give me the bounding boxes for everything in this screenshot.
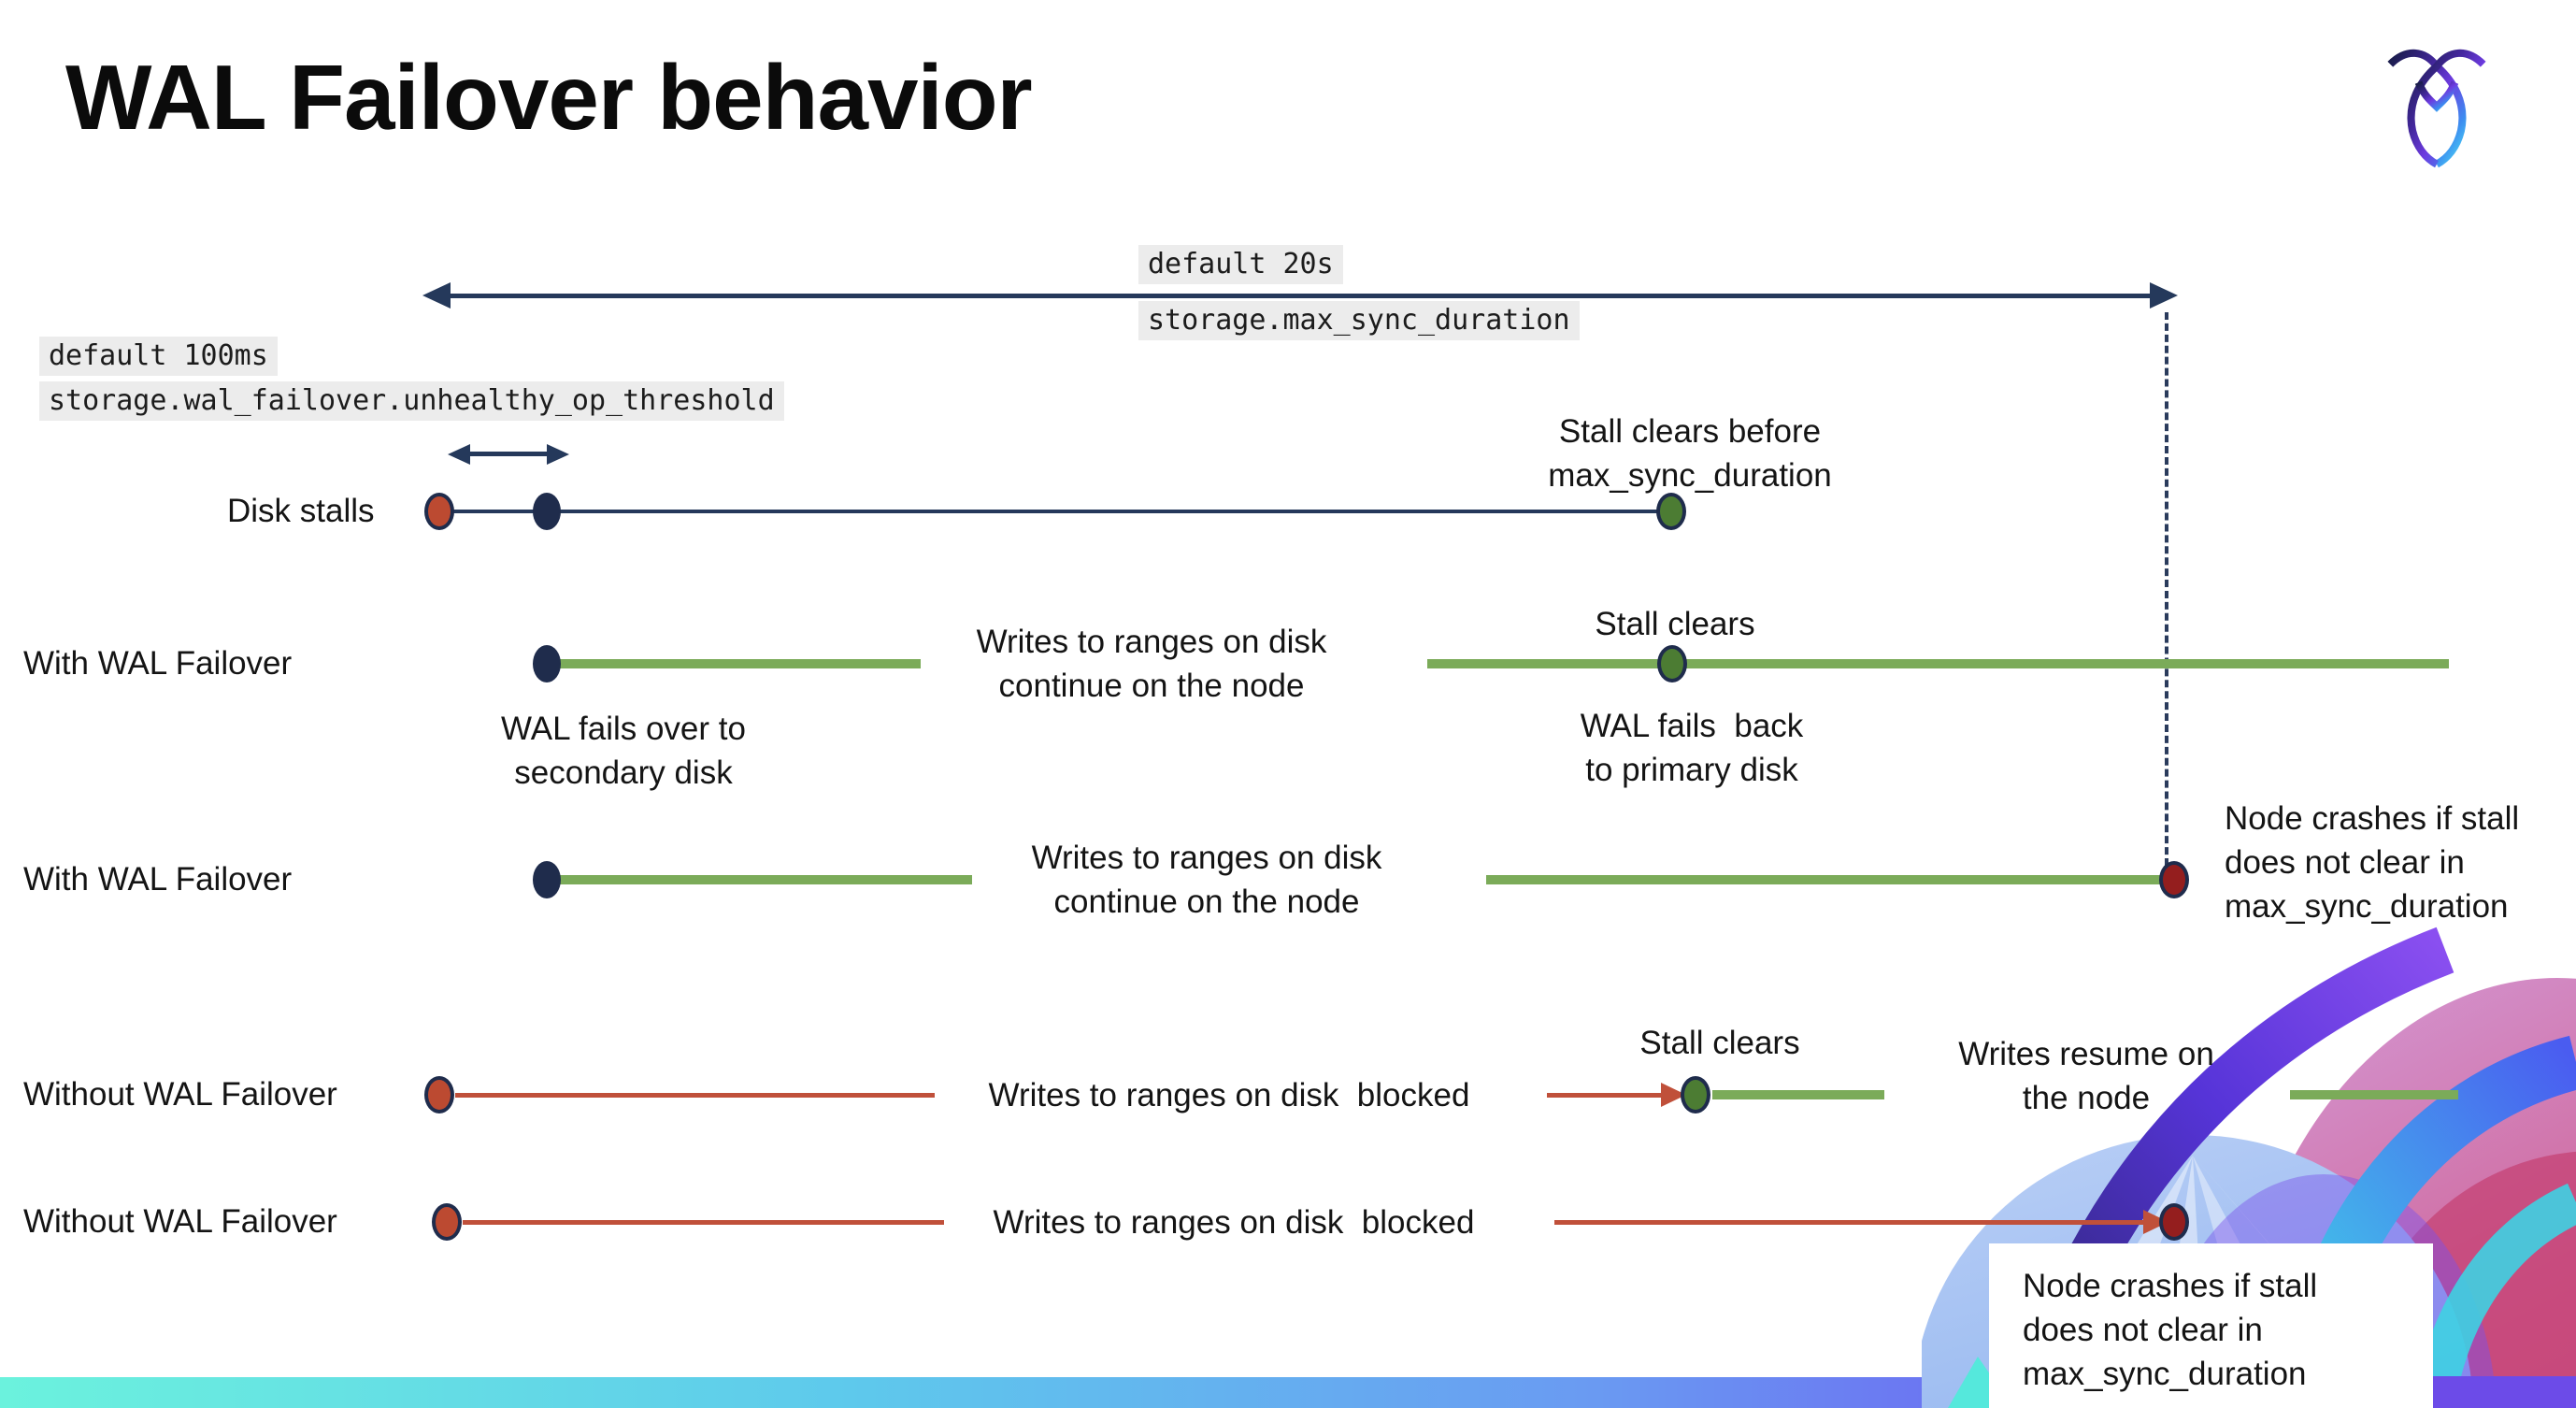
stall-start-dot <box>432 1203 462 1241</box>
writes-blocked-line <box>463 1220 944 1225</box>
arrow-head-right-icon <box>547 444 569 465</box>
max-sync-setting-name: storage.max_sync_duration <box>1138 301 1580 340</box>
page-title: WAL Failover behavior <box>65 46 1033 149</box>
max-sync-default-label: default 20s <box>1138 245 1343 284</box>
writes-continue-text: Writes to ranges on disk continue on the… <box>1031 840 1382 920</box>
stall-start-dot <box>424 493 454 530</box>
node-crashes-text: Node crashes if stall does not clear in … <box>2023 1268 2318 1392</box>
row-label-disk-stalls: Disk stalls <box>227 493 375 529</box>
writes-blocked-text: Writes to ranges on disk blocked <box>993 1204 1475 1241</box>
unhealthy-threshold-arrow-line <box>468 452 549 456</box>
unhealthy-threshold-setting-name: storage.wal_failover.unhealthy_op_thresh… <box>39 381 784 421</box>
unhealthy-threshold-default-label: default 100ms <box>39 337 278 376</box>
disk-stalls-timeline <box>439 510 1671 513</box>
writes-blocked-line <box>455 1093 935 1098</box>
node-crash-dot <box>2159 1203 2189 1241</box>
arrow-head-right-icon <box>2150 282 2178 309</box>
cockroachdb-logo-icon <box>2387 49 2486 168</box>
writes-resume-text: Writes resume on the node <box>1958 1036 2214 1116</box>
stall-clears-text: Stall clears <box>1595 606 1755 642</box>
stall-start-dot <box>424 1076 454 1113</box>
max-sync-duration-arrow-line <box>449 294 2152 298</box>
writes-blocked-line <box>1554 1220 2143 1225</box>
node-crash-dot <box>2159 861 2189 898</box>
row-label-with-wal-failover-1: With WAL Failover <box>23 645 293 682</box>
row-label-without-wal-failover-2: Without WAL Failover <box>23 1203 337 1240</box>
wal-fails-over-text: WAL fails over to secondary disk <box>501 711 746 791</box>
failover-dot <box>533 861 561 898</box>
node-crashes-callout-box: Node crashes if stall does not clear in … <box>1989 1243 2433 1408</box>
max-sync-deadline-dashed-line <box>2165 312 2168 866</box>
stall-clear-dot <box>1656 493 1686 530</box>
writes-resume-line <box>1712 1090 1884 1099</box>
writes-continue-line <box>558 875 972 884</box>
writes-continue-line <box>1486 875 2161 884</box>
writes-continue-text: Writes to ranges on disk continue on the… <box>976 624 1327 704</box>
stall-clear-dot <box>1657 645 1687 682</box>
row-label-without-wal-failover-1: Without WAL Failover <box>23 1076 337 1113</box>
stall-clears-before-text: Stall clears before max_sync_duration <box>1548 413 1832 494</box>
row-label-with-wal-failover-2: With WAL Failover <box>23 861 293 898</box>
failover-dot <box>533 645 561 682</box>
stall-clears-text: Stall clears <box>1639 1025 1800 1061</box>
writes-blocked-text: Writes to ranges on disk blocked <box>988 1077 1470 1113</box>
wal-fails-back-text: WAL fails back to primary disk <box>1580 708 1804 788</box>
writes-blocked-line <box>1547 1093 1661 1098</box>
writes-resume-line <box>2290 1090 2458 1099</box>
writes-continue-line <box>1427 659 2449 668</box>
stall-clear-dot <box>1681 1076 1710 1113</box>
threshold-dot <box>533 493 561 530</box>
arrow-head-left-icon <box>448 444 470 465</box>
arrow-head-left-icon <box>422 282 451 309</box>
writes-continue-line <box>558 659 921 668</box>
node-crashes-text: Node crashes if stall does not clear in … <box>2225 800 2520 925</box>
